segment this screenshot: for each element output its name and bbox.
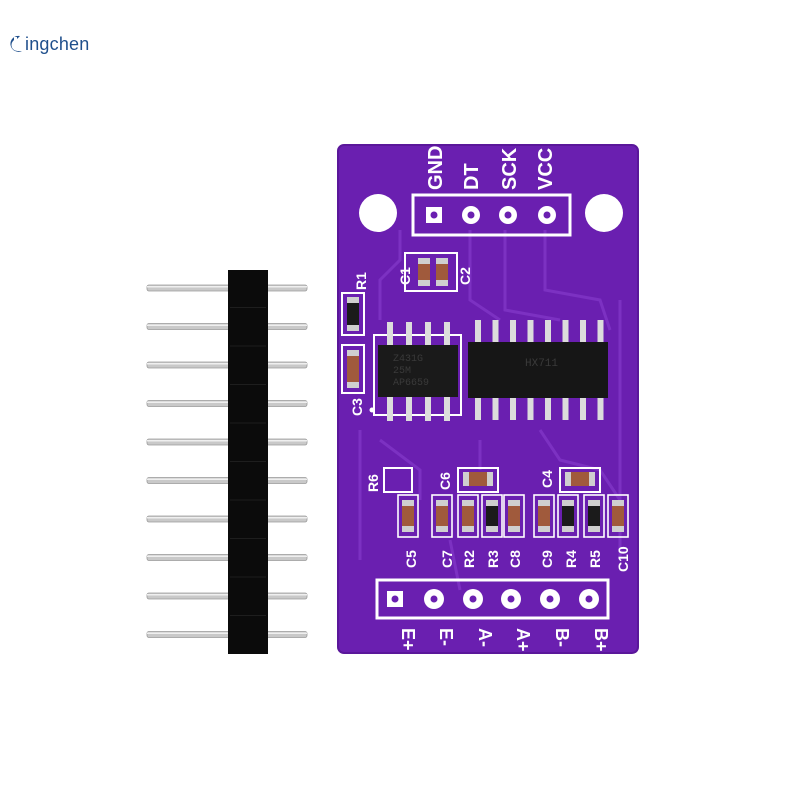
component-label-c2: C2	[457, 267, 473, 285]
bottom-pin-label-3: A+	[513, 628, 533, 652]
header-pin	[146, 400, 308, 407]
chip-pin	[425, 397, 431, 421]
chip-pin	[545, 320, 551, 344]
chip-pin	[545, 396, 551, 420]
hx711-chip: HX711	[468, 320, 608, 420]
mounting-hole-left	[359, 194, 397, 232]
chip-pin	[444, 322, 450, 346]
chip-pin	[510, 320, 516, 344]
smd-capacitor	[402, 500, 414, 532]
header-pin	[146, 361, 308, 369]
component-label-r1: R1	[353, 272, 369, 290]
bottom-pin-label-5: B+	[591, 628, 611, 652]
smd-resistor	[588, 500, 600, 532]
header-pin	[146, 284, 308, 292]
top-pin-label-dt: DT	[461, 163, 483, 190]
small-chip-marking: 25M	[393, 366, 411, 377]
header-pin	[146, 515, 308, 523]
header-pin	[146, 438, 308, 446]
bottom-pin-label-2: A-	[475, 628, 495, 647]
smd-resistor	[486, 500, 498, 532]
header-pin	[146, 554, 308, 561]
chip-pin	[510, 396, 516, 420]
component-label-r3: R3	[485, 550, 501, 568]
resistor-r1	[341, 292, 365, 336]
chip-pin	[425, 322, 431, 346]
chip-pin	[580, 396, 586, 420]
smd-capacitor	[436, 500, 448, 532]
bottom-passives	[397, 494, 629, 538]
smd-capacitor	[612, 500, 624, 532]
chip-pin	[562, 396, 569, 420]
small-chip-marking: AP6659	[393, 378, 429, 389]
bottom-header-outline	[375, 578, 610, 620]
pin-header-strip	[146, 270, 308, 654]
chip-pin	[475, 396, 481, 420]
small-chip-marking: Z431G	[393, 354, 423, 365]
pcb-traces	[358, 230, 622, 591]
chip-pin	[387, 322, 393, 346]
chip-pin	[527, 320, 534, 344]
component-label-r2: R2	[461, 550, 477, 568]
chip-pin	[492, 320, 499, 344]
bottom-pin-label-1: E-	[436, 628, 456, 646]
component-label-c1: C1	[397, 267, 413, 285]
component-label-c10: C10	[615, 546, 631, 572]
smd-capacitor	[538, 500, 550, 532]
header-pin	[146, 477, 308, 484]
top-pin-label-sck: SCK	[499, 147, 521, 190]
chip-pin	[527, 396, 534, 420]
hx711-board: GND DT SCK VCC	[337, 144, 639, 654]
chip-pin	[562, 320, 569, 344]
chip-pin	[406, 322, 412, 346]
smd-resistor	[562, 500, 574, 532]
chip-pin	[387, 397, 393, 421]
component-label-c4: C4	[539, 470, 555, 488]
header-pin	[146, 592, 308, 600]
component-label-c6: C6	[437, 472, 453, 490]
chip-pin	[492, 396, 499, 420]
capacitor-c3	[341, 344, 365, 394]
component-label-r6: R6	[365, 474, 381, 492]
chip-pin	[475, 320, 481, 344]
component-label-r5: R5	[587, 550, 603, 568]
header-pin	[146, 323, 308, 330]
chip-pin	[580, 320, 586, 344]
top-pin-label-vcc: VCC	[535, 148, 557, 190]
bottom-pin-label-4: B-	[552, 628, 572, 647]
middle-passives	[383, 467, 601, 493]
component-label-c9: C9	[539, 550, 555, 568]
smd-capacitor	[462, 500, 474, 532]
chip-pin	[597, 396, 604, 420]
brand-name: ingchen	[25, 33, 90, 54]
component-label-c5: C5	[403, 550, 419, 568]
large-chip-marking: HX711	[525, 358, 558, 370]
capacitors-c1-c2	[404, 252, 458, 292]
bottom-pin-label-0: E+	[398, 628, 418, 651]
brand-logo: ingchen	[8, 30, 89, 58]
component-label-r4: R4	[563, 550, 579, 568]
l-logo-icon	[10, 35, 22, 52]
smd-capacitor	[508, 500, 520, 532]
top-pin-label-gnd: GND	[425, 146, 447, 190]
mounting-hole-right	[585, 194, 623, 232]
component-label-c8: C8	[507, 550, 523, 568]
component-label-c7: C7	[439, 550, 455, 568]
chip-pin	[444, 397, 450, 421]
component-label-c3: C3	[349, 398, 365, 416]
chip-pin	[406, 397, 412, 421]
header-pin	[146, 631, 308, 638]
chip-pin	[597, 320, 604, 344]
top-header-outline	[411, 193, 572, 237]
